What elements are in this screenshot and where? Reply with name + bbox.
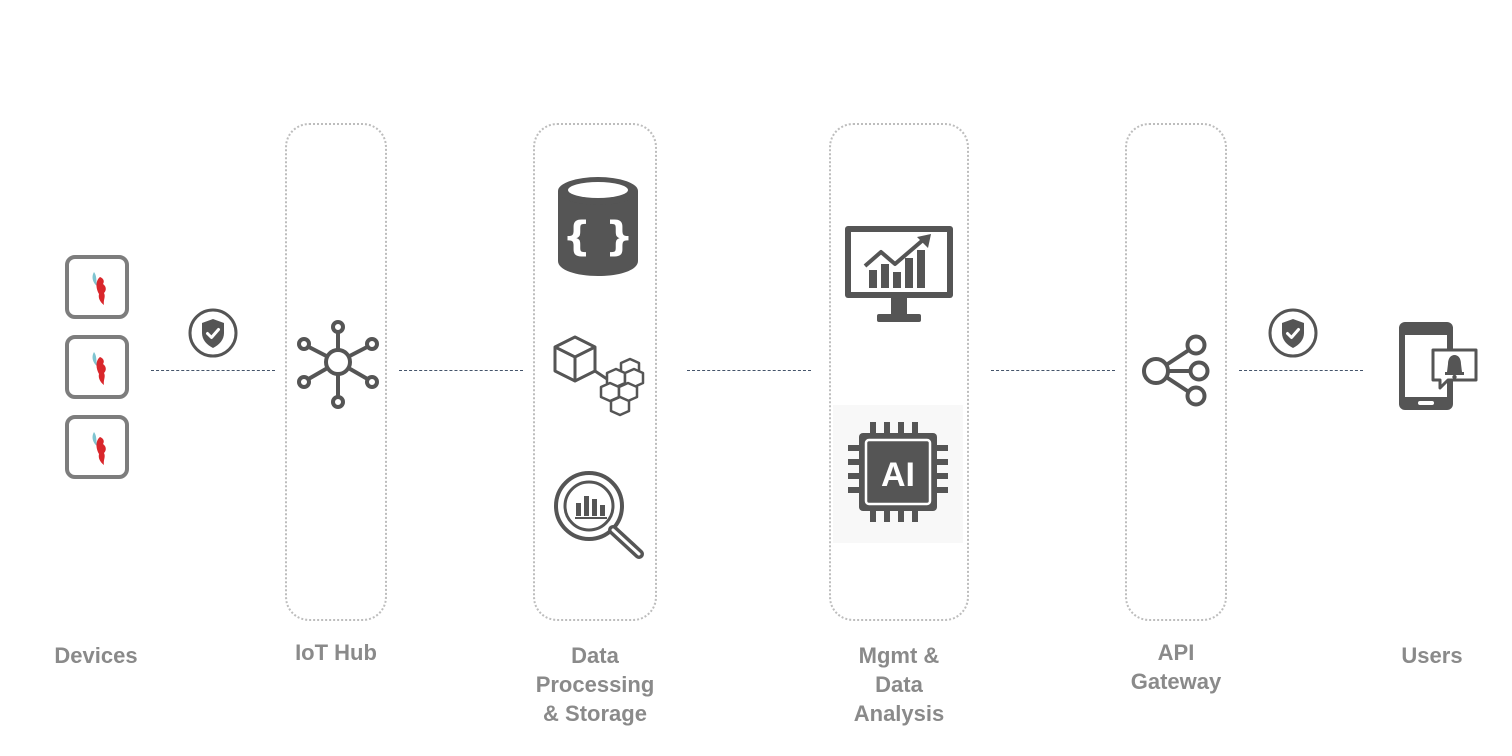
label-devices: Devices (36, 641, 156, 670)
json-database-icon: { } (558, 177, 638, 276)
label-data-line1: Data (571, 643, 619, 668)
device-logo-icon (92, 352, 106, 385)
connector-api-users (1239, 370, 1363, 371)
ai-chip-text: AI (881, 456, 915, 494)
label-mgmt-analysis: Mgmt & Data Analysis (824, 641, 974, 728)
svg-text:{ }: { } (563, 214, 634, 260)
label-iot-hub: IoT Hub (266, 638, 406, 667)
label-users-text: Users (1401, 643, 1463, 668)
mgmt-analysis-column (829, 123, 969, 621)
connector-hub-data (399, 370, 523, 371)
device-logo-icon (92, 432, 106, 465)
magnifier-chart-icon (554, 471, 644, 559)
label-mgmt-line3: Analysis (853, 701, 945, 726)
share-nodes-icon (1142, 334, 1210, 407)
shield-check-icon (188, 308, 238, 358)
label-mgmt-line2: Data (875, 672, 923, 697)
device-3 (65, 415, 129, 479)
connector-mgmt-api (991, 370, 1115, 371)
label-mgmt-line1: Mgmt & (858, 643, 940, 668)
device-logo-icon (92, 272, 106, 305)
cube-blocks-icon (553, 335, 645, 417)
connector-data-mgmt (687, 370, 811, 371)
label-data-processing: Data Processing & Storage (514, 641, 676, 728)
iot-hub-column (285, 123, 387, 621)
label-api-gateway: API Gateway (1106, 638, 1246, 696)
connector-devices-hub (151, 370, 275, 371)
phone-notification-icon (1399, 322, 1478, 410)
label-data-line2: Processing (535, 672, 655, 697)
monitor-chart-icon (845, 226, 953, 322)
label-iot-hub-text: IoT Hub (295, 640, 377, 665)
ai-chip-icon: AI (833, 405, 963, 543)
label-devices-text: Devices (54, 643, 138, 668)
label-data-line3: & Storage (543, 701, 647, 726)
shield-check-icon (1268, 308, 1318, 358)
ai-chip-graphic: AI (848, 422, 948, 522)
hub-network-icon (297, 320, 379, 409)
label-users: Users (1372, 641, 1492, 670)
device-1 (65, 255, 129, 319)
api-gateway-column (1125, 123, 1227, 621)
device-2 (65, 335, 129, 399)
label-api-line1: API (1157, 640, 1195, 665)
label-api-line2: Gateway (1130, 669, 1222, 694)
data-processing-column (533, 123, 657, 621)
